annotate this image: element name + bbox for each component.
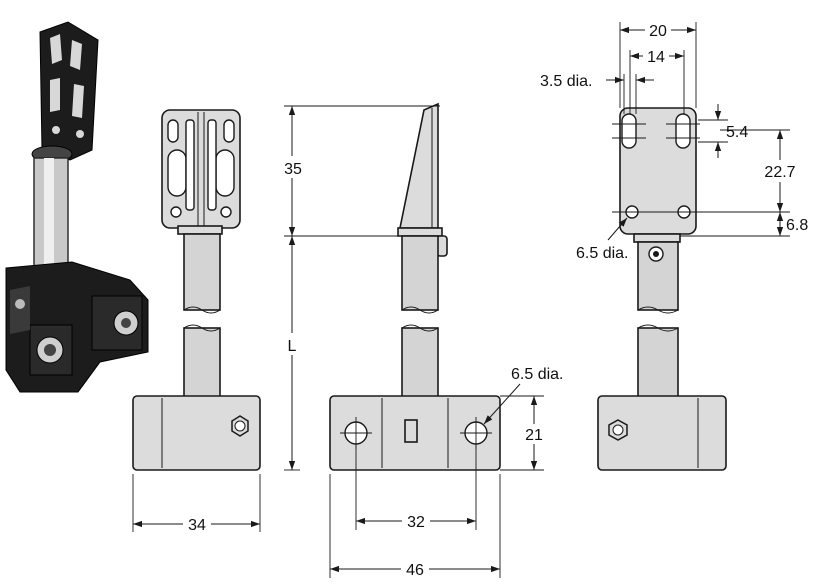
dim-32-label: 32 (407, 514, 425, 531)
dim-5-4-label: 5.4 (726, 124, 748, 141)
hole-6-5-base-label: 6.5 dia. (511, 366, 563, 383)
product-photo (5, 21, 149, 393)
rear-view (597, 107, 727, 471)
dimension-labels: 35 L 34 32 46 21 6.5 dia. 20 14 3.5 dia.… (183, 20, 808, 579)
dim-L-label: L (288, 338, 297, 355)
dim-21-label: 21 (525, 427, 543, 444)
dim-14-label: 14 (647, 49, 665, 66)
side-view (329, 102, 501, 471)
dim-34-label: 34 (188, 517, 206, 534)
dim-20-label: 20 (649, 23, 667, 40)
dimension-lines (132, 22, 790, 578)
dim-46-label: 46 (406, 562, 424, 579)
hole-6-5-top-label: 6.5 dia. (576, 245, 628, 262)
front-view (132, 109, 261, 471)
hole-3-5-label: 3.5 dia. (540, 73, 592, 90)
dim-6-8-label: 6.8 (786, 217, 808, 234)
dim-22-7-label: 22.7 (764, 164, 795, 181)
dim-35-label: 35 (284, 161, 302, 178)
